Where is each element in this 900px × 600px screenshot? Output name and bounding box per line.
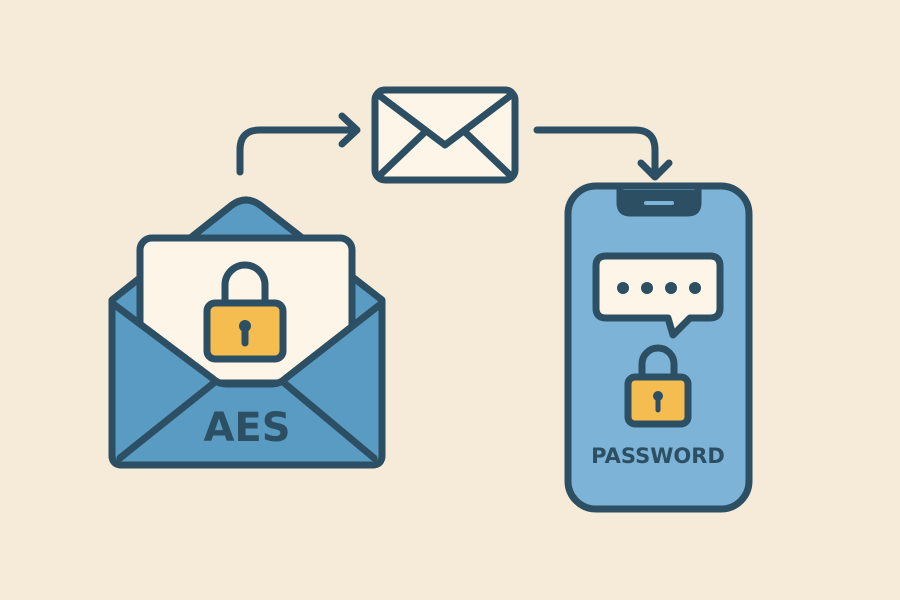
aes-label: AES bbox=[203, 405, 290, 451]
phone-lock-icon bbox=[624, 344, 692, 428]
arrow-mail-to-phone-icon bbox=[533, 126, 673, 181]
mail-icon bbox=[371, 86, 519, 184]
password-label: PASSWORD bbox=[591, 444, 725, 468]
password-speech-bubble-icon bbox=[592, 252, 724, 339]
arrow-envelope-to-mail-icon bbox=[236, 112, 361, 176]
envelope-lock-icon bbox=[203, 261, 287, 363]
password-dots bbox=[617, 282, 701, 294]
